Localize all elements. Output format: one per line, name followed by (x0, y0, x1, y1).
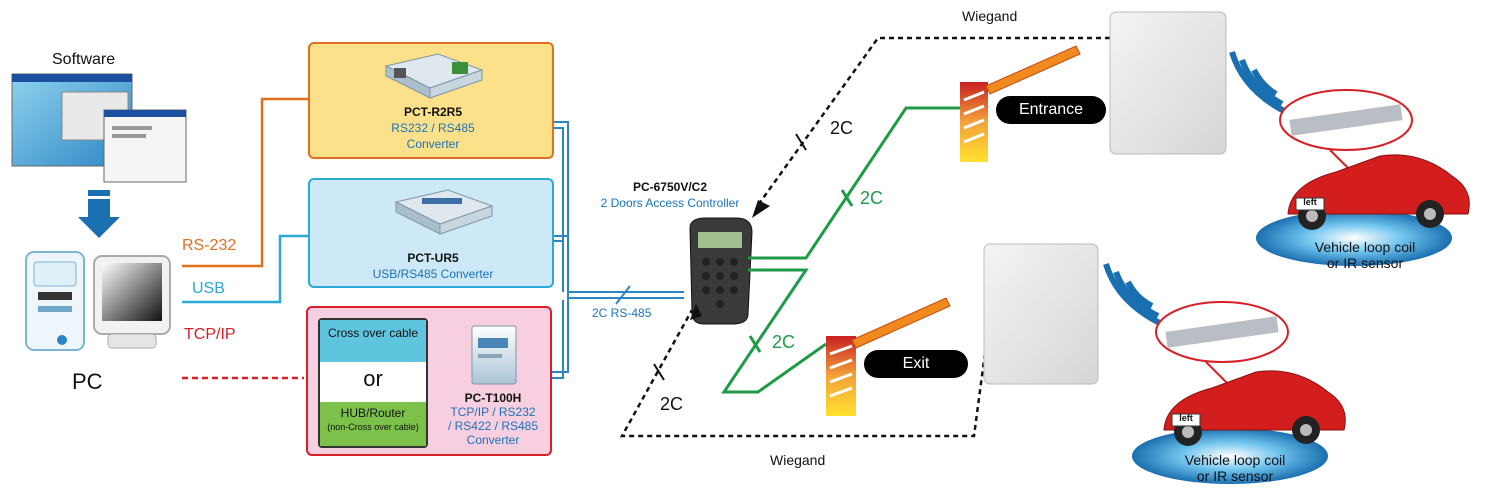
rs485-bus-label: 2C RS-485 (592, 306, 652, 320)
rs232-line (182, 97, 308, 268)
wiegand-bottom-arrowhead (690, 304, 702, 320)
cross-over-cable-option: Cross over cable (320, 320, 426, 362)
converter-t100h-box: Cross over cable or HUB/Router (non-Cros… (306, 306, 552, 456)
network-options-panel: Cross over cable or HUB/Router (non-Cros… (318, 318, 428, 448)
hub-router-label: HUB/Router (340, 406, 406, 420)
usb-label: USB (192, 280, 225, 297)
uhf-reader-entrance (1109, 11, 1227, 155)
ur5-line1: USB/RS485 Converter (372, 267, 494, 281)
entrance-barrier-gate (960, 45, 1081, 162)
exit-label: Exit (864, 350, 968, 378)
signal-waves-top-icon (1229, 51, 1292, 117)
t100h-line1: TCP/IP / RS232 (450, 405, 536, 419)
two-core-wiring (721, 106, 962, 394)
software-label: Software (52, 51, 116, 68)
ur5-model: PCT-UR5 (407, 251, 459, 265)
loop-coil-top-line1: Vehicle loop coil (1314, 239, 1416, 255)
signal-waves-bottom-icon (1103, 263, 1168, 329)
usb-rs485-converter-icon (394, 189, 494, 235)
rs485-bus (552, 121, 684, 379)
r2r5-line1: RS232 / RS485 (391, 121, 475, 135)
entrance-label: Entrance (996, 96, 1106, 124)
tcpip-converter-icon (471, 325, 517, 385)
wiegand-bottom-2c-label: 2C (660, 394, 684, 414)
entrance-2c-label: 2C (860, 188, 884, 208)
access-controller-device (689, 217, 753, 325)
download-arrow-icon (78, 190, 120, 238)
tcpip-label: TCP/IP (184, 326, 236, 343)
pc-computer-icon (25, 251, 171, 351)
car-top-plate: left (1303, 197, 1317, 207)
wiegand-top-label: Wiegand (962, 8, 1018, 24)
exit-2c-label: 2C (772, 332, 796, 352)
car-top-icon (1287, 154, 1470, 230)
wiegand-top-2c-label: 2C (830, 118, 854, 138)
car-bottom-icon (1163, 370, 1346, 446)
uhf-reader-exit (983, 243, 1099, 385)
tag-callout-bottom (1155, 301, 1289, 403)
r2r5-line2: Converter (406, 137, 460, 151)
t100h-line3: Converter (466, 433, 520, 447)
r2r5-model: PCT-R2R5 (403, 105, 462, 119)
car-bottom-plate: left (1179, 413, 1193, 423)
hub-router-note: (non-Cross over cable) (327, 422, 419, 432)
wiegand-top-tick (795, 133, 807, 151)
pc-label: PC (72, 369, 103, 394)
rs232-label: RS-232 (182, 237, 237, 254)
t100h-line2: / RS422 / RS485 (447, 419, 539, 433)
loop-coil-top-line2: or IR sensor (1326, 255, 1404, 271)
controller-description: 2 Doors Access Controller (600, 196, 740, 210)
converter-r2r5-box: PCT-R2R5 RS232 / RS485 Converter (308, 42, 554, 159)
converter-ur5-box: PCT-UR5 USB/RS485 Converter (308, 178, 554, 288)
wiegand-bottom-tick (653, 363, 665, 381)
wiegand-top-arrowhead (752, 200, 770, 218)
tag-callout-top (1279, 89, 1413, 191)
or-label: or (363, 366, 383, 391)
exit-barrier-gate (826, 297, 951, 416)
controller-model: PC-6750V/C2 (632, 180, 708, 194)
rs232-rs485-converter-icon (384, 53, 484, 99)
wiegand-lines (619, 36, 1110, 438)
software-screenshot (11, 73, 187, 183)
t100h-model: PC-T100H (464, 391, 522, 405)
hub-router-option: HUB/Router (non-Cross over cable) (320, 402, 426, 446)
usb-line (182, 234, 308, 304)
wiegand-bottom-label: Wiegand (770, 452, 826, 468)
loop-coil-bottom-line2: or IR sensor (1196, 468, 1274, 484)
loop-coil-bottom-line1: Vehicle loop coil (1184, 452, 1286, 468)
